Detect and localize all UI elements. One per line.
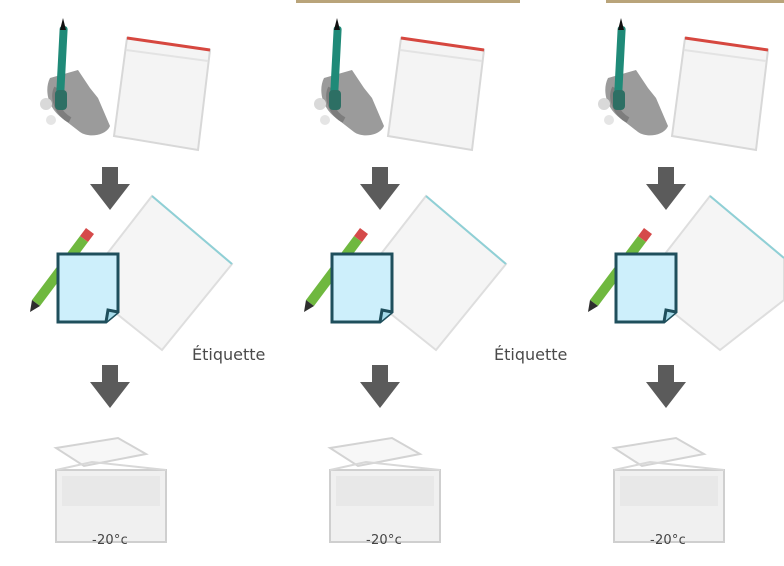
sampling-tool-icon <box>40 18 110 135</box>
freezer-icon <box>614 438 724 542</box>
note-icon <box>58 254 118 322</box>
sampling-tool-icon <box>598 18 668 135</box>
freezer-temperature-label: -20°c <box>354 533 414 548</box>
note-icon <box>332 254 392 322</box>
sample-bag-icon <box>114 38 210 150</box>
down-arrow-icon <box>360 365 400 408</box>
process-column-2: -20°c <box>296 0 557 566</box>
freezer-icon <box>56 438 166 542</box>
sampling-tool-icon <box>314 18 384 135</box>
sample-bag-icon <box>388 38 484 150</box>
sample-bag-icon <box>672 38 768 150</box>
process-column-3: -20°c <box>580 0 784 566</box>
freezer-icon <box>330 438 440 542</box>
down-arrow-icon <box>90 365 130 408</box>
etiquette-label-left: Étiquette <box>192 345 265 364</box>
note-icon <box>616 254 676 322</box>
freezer-temperature-label: -20°c <box>638 533 698 548</box>
down-arrow-icon <box>90 167 130 210</box>
down-arrow-icon <box>360 167 400 210</box>
process-column-1: -20°c <box>22 0 283 566</box>
down-arrow-icon <box>646 365 686 408</box>
etiquette-label-right: Étiquette <box>494 345 567 364</box>
freezer-temperature-label: -20°c <box>80 533 140 548</box>
down-arrow-icon <box>646 167 686 210</box>
